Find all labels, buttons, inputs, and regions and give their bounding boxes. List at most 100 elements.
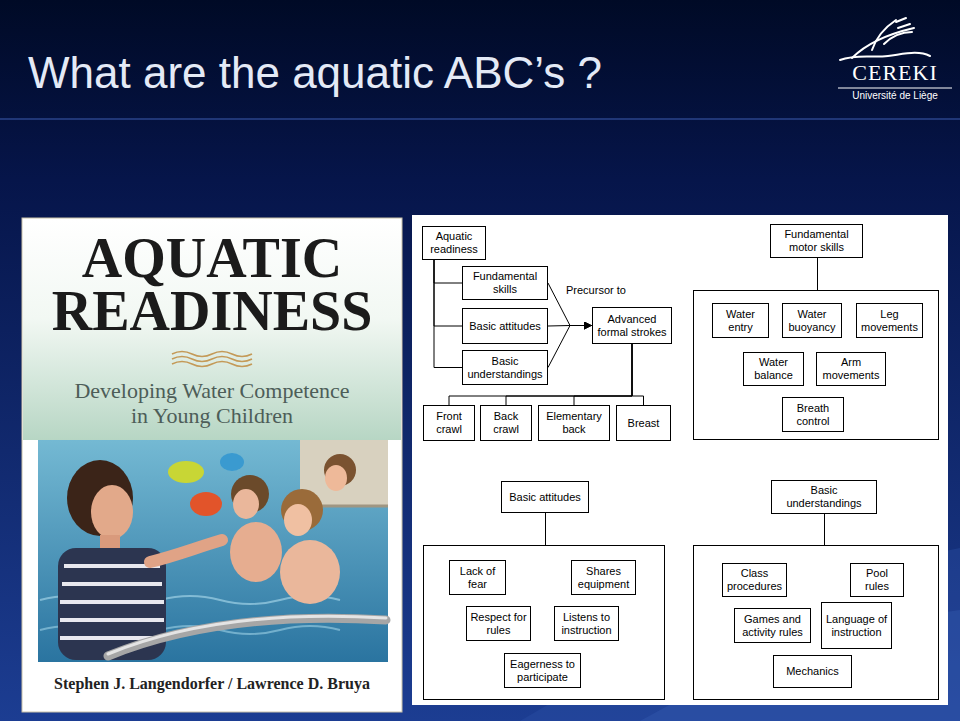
- connector: [548, 326, 592, 368]
- skill-box: Breast: [616, 405, 671, 441]
- skill-box: Language of instruction: [821, 602, 892, 649]
- box-label: Advanced formal strokes: [596, 313, 668, 339]
- skill-box: Class procedures: [722, 563, 787, 597]
- skill-box: Back crawl: [480, 405, 532, 441]
- wave-line: [172, 357, 252, 362]
- box-label: Front crawl: [427, 410, 471, 436]
- child-face: [233, 489, 259, 519]
- skill-box: Fundamental skills: [462, 266, 548, 300]
- skill-box: Water entry: [712, 303, 769, 338]
- skill-box: Listens to instruction: [554, 606, 619, 641]
- cover-photo: [38, 440, 388, 662]
- pool-rail: [108, 618, 386, 656]
- logo-stroke: [872, 20, 896, 50]
- skill-box: Pool rules: [850, 563, 904, 597]
- edge-note: Precursor to: [566, 284, 638, 297]
- child-body: [230, 522, 282, 582]
- connector: [449, 344, 632, 405]
- logo-stroke: [896, 18, 910, 28]
- box-label: Listens to instruction: [558, 611, 615, 637]
- skill-box: Front crawl: [423, 405, 475, 441]
- header-rule: [0, 119, 960, 120]
- group-frame: Class procedures Pool rulesGames and acti…: [693, 481, 939, 700]
- skill-box: Arm movements: [816, 352, 886, 386]
- box-label: Fundamental skills: [466, 270, 544, 296]
- connector: [574, 344, 632, 405]
- logo-rule: [838, 88, 952, 89]
- wave-line: [172, 362, 252, 367]
- group-heading: Basic understandings: [775, 484, 873, 510]
- box-label: Basic understandings: [466, 355, 544, 381]
- skill-box: Water balance: [743, 352, 804, 386]
- toy: [190, 492, 222, 516]
- heading-box: Basic understandings: [771, 480, 877, 514]
- box-label: Class procedures: [726, 567, 783, 593]
- skill-box: Leg movements: [856, 303, 923, 338]
- skill-box: Water buoyancy: [782, 303, 842, 338]
- box-label: Elementary back: [542, 410, 606, 436]
- toy: [168, 461, 204, 483]
- rail-highlight: [108, 616, 386, 654]
- heading-box: Fundamental motor skills: [770, 224, 863, 258]
- book-title: AQUATIC READINESS: [27, 232, 397, 338]
- toy: [220, 453, 244, 471]
- cover-ground: [22, 218, 402, 712]
- box-label: Aquatic readiness: [426, 230, 482, 256]
- logo-stroke: [884, 32, 912, 44]
- logo-stroke: [840, 53, 930, 60]
- slide-title: What are the aquatic ABC’s ?: [28, 48, 602, 98]
- heading-stem: [824, 513, 825, 545]
- box-label: Shares equipment: [575, 565, 632, 591]
- skill-box: Mechanics: [773, 655, 852, 688]
- box-label: Water entry: [716, 308, 765, 334]
- box-label: Basic attitudes: [466, 320, 544, 333]
- child-body: [280, 540, 340, 604]
- box-label: Respect for rules: [470, 611, 527, 637]
- child-face: [284, 504, 312, 536]
- child-face: [325, 465, 347, 491]
- skill-box: Respect for rules: [466, 606, 531, 641]
- box-label: Eagerness to participate: [508, 658, 577, 684]
- book-authors: Stephen J. Langendorfer / Lawrence D. Br…: [27, 674, 397, 693]
- group-frame: Water entry Water buoyancy Leg movementsWa…: [693, 224, 939, 440]
- heading-stem: [817, 257, 818, 290]
- wave-ornament: [172, 352, 252, 367]
- cover-gradient: [23, 219, 401, 440]
- diagram-panel: [412, 215, 948, 705]
- box-label: Water buoyancy: [786, 308, 838, 334]
- box-label: Lack of fear: [453, 565, 502, 591]
- connector: [434, 260, 462, 368]
- logo-subtitle: Université de Liège: [834, 90, 956, 102]
- box-label: Breath control: [786, 402, 840, 428]
- skill-box: Lack of fear: [449, 560, 506, 595]
- box-label: Games and activity rules: [738, 613, 807, 639]
- swimsuit-stripes: [60, 566, 164, 638]
- heading-stem: [545, 513, 546, 545]
- box-label: Arm movements: [820, 356, 882, 382]
- connector: [434, 260, 462, 284]
- group-heading: Basic attitudes: [505, 491, 585, 504]
- book-subtitle: Developing Water Competence in Young Chi…: [67, 378, 357, 428]
- logo-mark: [840, 18, 930, 60]
- skill-box: Advanced formal strokes: [592, 307, 672, 344]
- heading-box: Basic attitudes: [501, 481, 589, 513]
- box-label: Pool rules: [854, 567, 900, 593]
- box-label: Breast: [620, 417, 667, 430]
- skill-box: Eagerness to participate: [504, 653, 581, 688]
- skill-box: Breath control: [782, 397, 844, 432]
- stripe: [60, 618, 164, 622]
- skill-box: Basic attitudes: [462, 308, 548, 344]
- stripe: [62, 582, 162, 586]
- box-label: Water balance: [747, 356, 800, 382]
- box-label: Mechanics: [777, 665, 848, 678]
- woman-arm: [150, 540, 222, 562]
- connector: [632, 344, 644, 405]
- skill-box: Games and activity rules: [734, 608, 811, 643]
- wave-line: [172, 352, 252, 357]
- skill-box: Basic understandings: [462, 350, 548, 385]
- connector: [434, 260, 462, 327]
- group-frame: Lack of fear Shares equipmentRespect for …: [423, 481, 665, 700]
- stripe: [60, 600, 164, 604]
